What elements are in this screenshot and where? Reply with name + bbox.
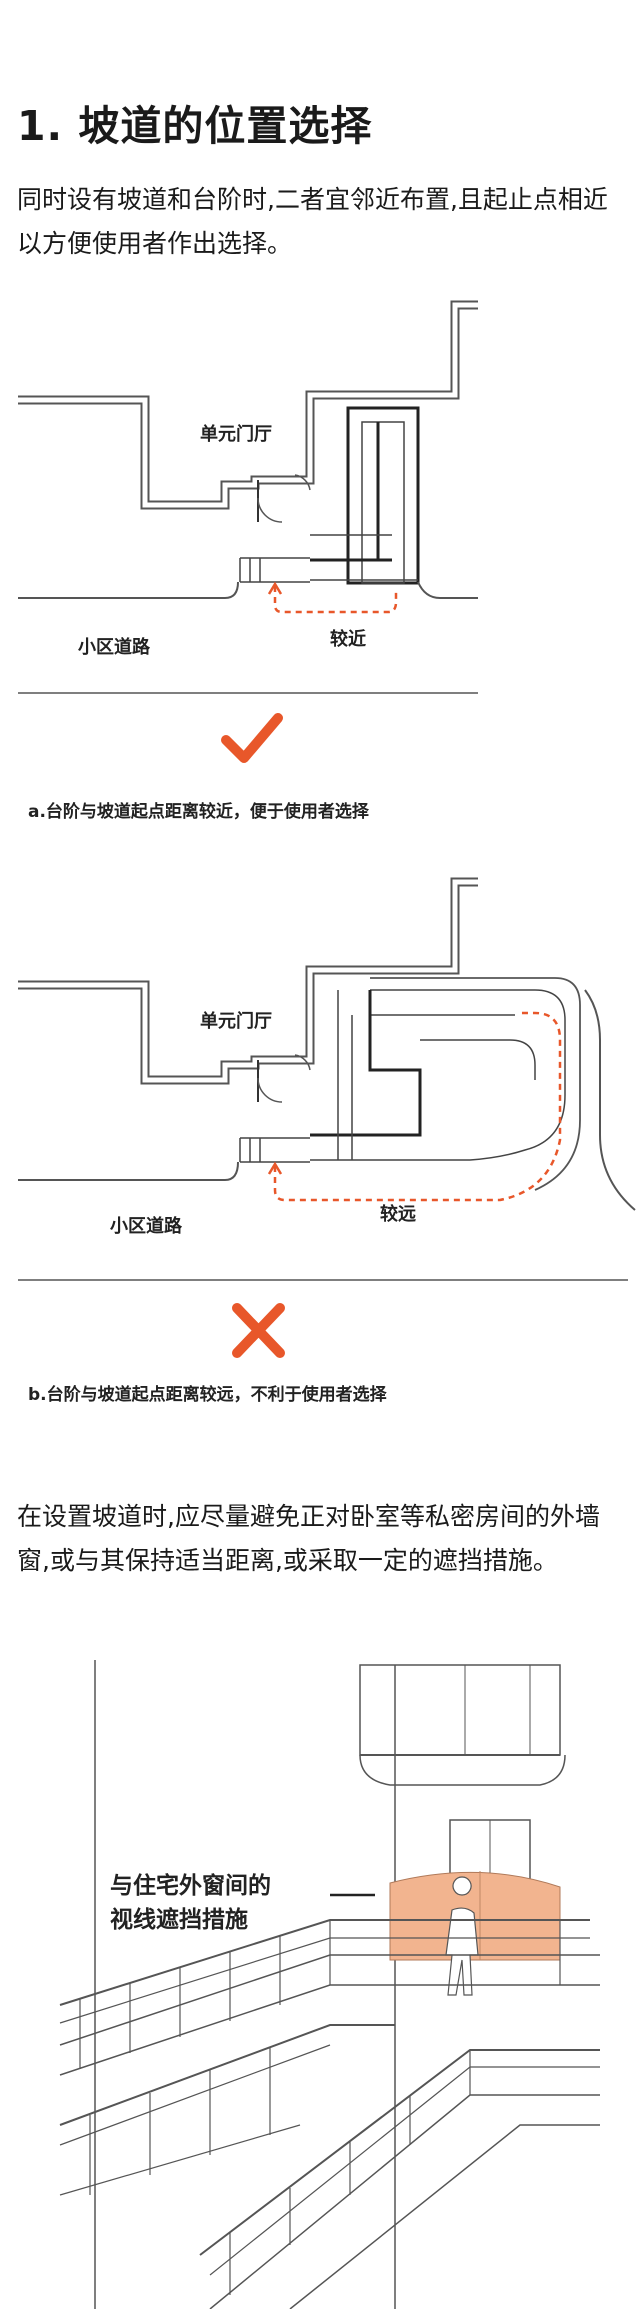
- diagram-b: 单元门厅 较远 小区道路 b.台阶与坡道起点距离较远，不利于使用者选择: [18, 877, 636, 1405]
- callout-line2: 视线遮挡措施: [110, 1906, 248, 1933]
- road-label: 小区道路: [78, 636, 151, 658]
- distance-label: 较远: [380, 1203, 416, 1225]
- road-label: 小区道路: [110, 1215, 183, 1237]
- diagram-b-caption: b.台阶与坡道起点距离较远，不利于使用者选择: [28, 1384, 388, 1405]
- callout-line1: 与住宅外窗间的: [110, 1872, 271, 1899]
- check-icon: [221, 713, 283, 763]
- distance-label: 较近: [330, 628, 366, 650]
- person-figure: [445, 1876, 479, 1996]
- hall-label: 单元门厅: [200, 423, 272, 445]
- diagram-a-caption: a.台阶与坡道起点距离较近，便于使用者选择: [28, 801, 370, 822]
- cross-icon: [232, 1303, 285, 1358]
- diagram-a: 单元门厅 较近 小区道路 a.台阶与坡道起点距离较近，便于使用者选择: [18, 300, 478, 822]
- ramp-illustration: 与住宅外窗间的 视线遮挡措施: [59, 1660, 600, 2309]
- intro-paragraph: 同时设有坡道和台阶时,二者宜邻近布置,且起止点相近以方便使用者作出选择。: [17, 185, 608, 258]
- advice-paragraph: 在设置坡道时,应尽量避免正对卧室等私密房间的外墙窗,或与其保持适当距离,或采取一…: [17, 1502, 600, 1575]
- hall-label: 单元门厅: [200, 1010, 272, 1032]
- section-title: 1. 坡道的位置选择: [17, 102, 373, 150]
